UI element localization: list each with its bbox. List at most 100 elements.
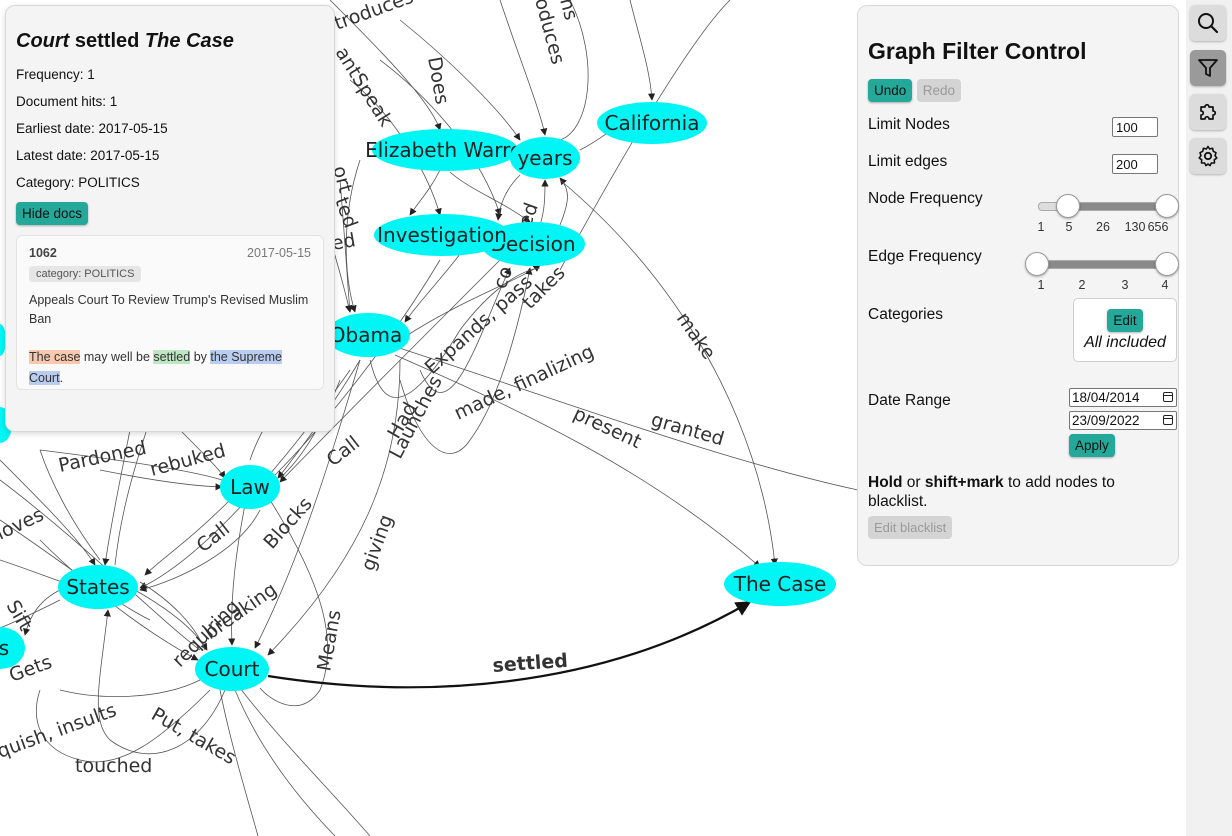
graph-edge[interactable] xyxy=(144,499,231,576)
filter-tool-button[interactable] xyxy=(1190,50,1226,86)
graph-edge[interactable] xyxy=(267,359,401,656)
graph-edge[interactable] xyxy=(379,59,502,216)
graph-edge[interactable] xyxy=(0,599,61,629)
graph-edge[interactable] xyxy=(23,589,61,636)
edit-blacklist-button[interactable]: Edit blacklist xyxy=(868,516,953,539)
edge-label-giving: giving xyxy=(357,512,397,574)
graph-edge[interactable] xyxy=(254,359,361,649)
node-obama[interactable]: Obama xyxy=(326,313,410,357)
graph-edge[interactable] xyxy=(345,159,361,313)
graph-edge[interactable] xyxy=(559,0,589,141)
edge-label-rebuked: rebuked xyxy=(148,440,228,481)
graph-edge[interactable] xyxy=(39,539,199,661)
calendar-icon[interactable] xyxy=(1163,415,1173,425)
graph-edge[interactable] xyxy=(39,449,223,481)
node-label: States xyxy=(66,575,129,599)
graph-edge[interactable] xyxy=(219,689,259,836)
slider-thumb-max[interactable] xyxy=(1155,252,1179,276)
graph-edge[interactable] xyxy=(495,174,521,221)
graph-canvas[interactable]: settled make granted present made, final… xyxy=(0,0,1186,836)
slider-range xyxy=(1068,203,1168,210)
graph-edge[interactable] xyxy=(389,344,859,491)
document-title: Appeals Court To Review Trump's Revised … xyxy=(29,293,309,326)
search-tool-button[interactable] xyxy=(1190,5,1226,41)
popup-latest-date: Latest date: 2017-05-15 xyxy=(16,148,160,163)
graph-edge[interactable] xyxy=(259,499,329,707)
settings-tool-button[interactable] xyxy=(1190,138,1226,174)
node-law[interactable]: Law xyxy=(220,465,280,509)
categories-value: All included xyxy=(1084,334,1166,351)
limit-nodes-input[interactable]: 100 xyxy=(1112,117,1158,137)
document-card[interactable]: 1062 2017-05-15 category: POLITICS Appea… xyxy=(16,235,324,390)
popup-earliest-date: Earliest date: 2017-05-15 xyxy=(16,121,168,136)
edge-frequency-label: Edge Frequency xyxy=(868,248,982,265)
apply-button[interactable]: Apply xyxy=(1069,434,1115,457)
graph-edge[interactable] xyxy=(369,267,541,398)
node-the-case[interactable]: The Case xyxy=(724,562,836,606)
graph-edge[interactable] xyxy=(134,589,208,651)
hide-docs-button[interactable]: Hide docs xyxy=(16,202,89,225)
edge-label-put-takes: Put, takes xyxy=(148,703,240,769)
graph-edge[interactable] xyxy=(97,609,226,755)
graph-edge[interactable] xyxy=(114,419,151,566)
slider-tick: 656 xyxy=(1147,220,1169,234)
graph-edge[interactable] xyxy=(0,559,63,583)
graph-edge-settled[interactable] xyxy=(267,601,752,689)
graph-edge[interactable] xyxy=(399,267,533,454)
slider-thumb-min[interactable] xyxy=(1056,194,1080,218)
graph-edge[interactable] xyxy=(399,19,521,141)
graph-edge[interactable] xyxy=(339,179,353,313)
limit-edges-input[interactable]: 200 xyxy=(1112,154,1158,174)
graph-edge[interactable] xyxy=(449,171,531,223)
node-left-1[interactable]: s xyxy=(0,627,25,669)
graph-edge[interactable] xyxy=(102,429,131,566)
node-investigation[interactable]: Investigation xyxy=(374,214,510,256)
graph-edge[interactable] xyxy=(234,689,336,836)
graph-edge[interactable] xyxy=(274,259,441,476)
graph-edge[interactable] xyxy=(409,169,441,216)
popup-category: Category: POLITICS xyxy=(16,175,140,190)
graph-edge[interactable] xyxy=(279,259,501,483)
date-from-input[interactable]: 18/04/2014 xyxy=(1069,388,1177,407)
graph-edge[interactable] xyxy=(629,0,656,101)
graph-edge[interactable] xyxy=(0,459,96,566)
graph-edge[interactable] xyxy=(139,581,206,651)
edge-frequency-slider[interactable]: 1 2 3 4 xyxy=(1025,252,1179,292)
node-california[interactable]: California xyxy=(597,102,707,144)
graph-edge[interactable] xyxy=(499,0,548,136)
graph-edge[interactable] xyxy=(139,509,261,592)
edge-label-present: present xyxy=(570,403,645,453)
graph-edge[interactable] xyxy=(539,179,549,226)
graph-edge[interactable] xyxy=(239,687,371,836)
categories-edit-button[interactable]: Edit xyxy=(1107,309,1143,332)
graph-edge[interactable] xyxy=(329,0,442,131)
edge-label-antspeak: antSpeak xyxy=(331,43,397,131)
node-frequency-slider[interactable]: 1 5 26 130 656 xyxy=(1028,194,1179,234)
date-to-input[interactable]: 23/09/2022 xyxy=(1069,411,1177,430)
graph-edges xyxy=(0,0,859,836)
slider-thumb-min[interactable] xyxy=(1025,252,1049,276)
categories-label: Categories xyxy=(868,306,943,323)
puzzle-icon xyxy=(1200,103,1217,120)
node-court[interactable]: Court xyxy=(195,647,269,691)
graph-edge[interactable] xyxy=(559,177,568,226)
limit-edges-label: Limit edges xyxy=(868,153,948,170)
graph-edge[interactable] xyxy=(99,469,223,491)
node-years[interactable]: years xyxy=(510,137,580,179)
graph-edge[interactable] xyxy=(394,354,761,568)
plugins-tool-button[interactable] xyxy=(1190,94,1226,130)
slider-thumb-max[interactable] xyxy=(1155,194,1179,218)
calendar-icon[interactable] xyxy=(1163,392,1173,402)
graph-edge[interactable] xyxy=(419,267,511,393)
node-states[interactable]: States xyxy=(58,565,138,609)
graph-edge[interactable] xyxy=(59,679,201,697)
undo-button[interactable]: Undo xyxy=(868,79,913,102)
graph-edge[interactable] xyxy=(36,689,211,763)
node-left-3[interactable] xyxy=(0,324,6,356)
search-icon xyxy=(1198,13,1219,34)
node-elizabeth-warren[interactable]: Elizabeth Warren xyxy=(365,129,535,171)
popup-frequency: Frequency: 1 xyxy=(16,67,95,82)
graph-edge[interactable] xyxy=(559,179,778,566)
graph-edge[interactable] xyxy=(39,449,101,561)
redo-button[interactable]: Redo xyxy=(916,79,962,102)
